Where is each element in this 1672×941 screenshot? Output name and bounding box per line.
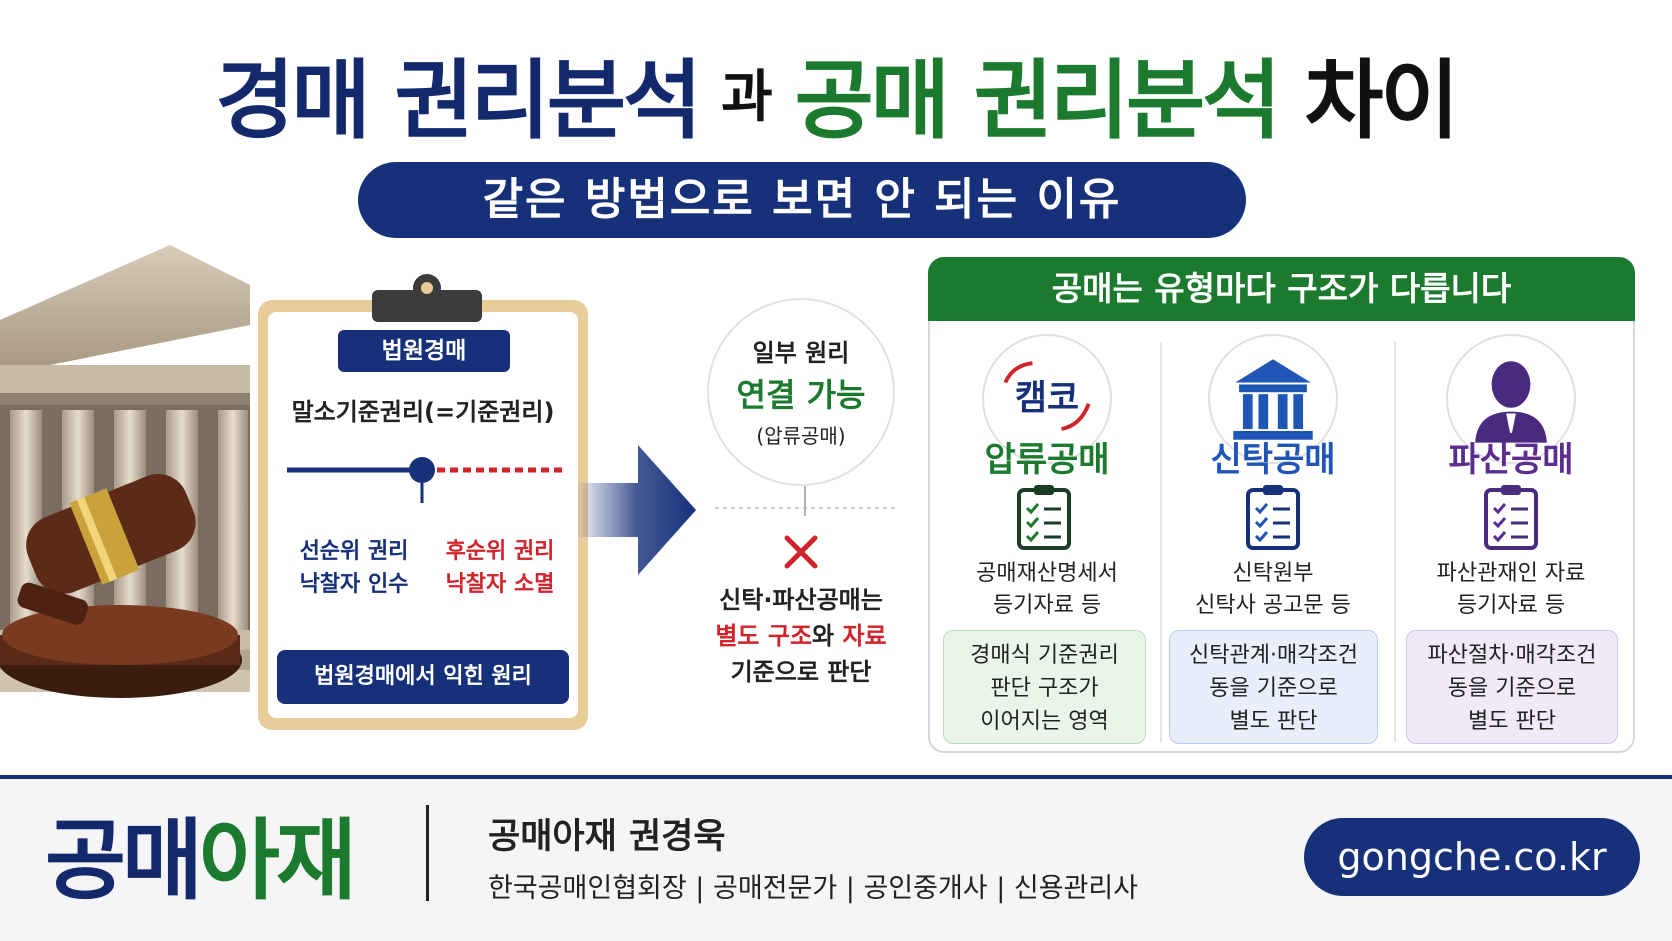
- brand-part1: 공매: [45, 809, 203, 912]
- trust-doc-2: 신탁사 공고문 등: [1195, 593, 1351, 618]
- footer-divider-line: [0, 775, 1672, 779]
- seizure-summary-3: 이어지는 영역: [980, 709, 1109, 734]
- partial-link-circle: [707, 298, 895, 486]
- junior-rights: 후순위 권리 낙찰자 소멸: [430, 535, 570, 601]
- trust-sale-summary: 신탁관계·매각조건 동을 기준으로 별도 판단: [1169, 630, 1378, 744]
- checklist-icon: [1017, 485, 1071, 550]
- trust-sale-docs: 신탁원부 신탁사 공고문 등: [1158, 558, 1388, 622]
- seizure-sale-docs: 공매재산명세서 등기자료 등: [932, 558, 1162, 622]
- panel-header: 공매는 유형마다 구조가 다릅니다: [928, 257, 1635, 321]
- separate-structure: 별도 구조: [715, 622, 813, 650]
- trust-summary-1: 신탁관계·매각조건: [1189, 643, 1358, 668]
- arrow-right-icon: [578, 445, 696, 575]
- brand-part2: 아재: [198, 809, 357, 912]
- building-icon: [1208, 334, 1338, 464]
- junior-rights-label: 후순위 권리: [445, 539, 555, 564]
- divider-lines: [715, 486, 895, 516]
- trust-sale-title: 신탁공매: [1210, 440, 1336, 480]
- standard-right-label: 말소기준권리(=기준권리): [291, 398, 555, 426]
- bankruptcy-summary-2: 동을 기준으로: [1447, 676, 1577, 701]
- seizure-doc-2: 등기자료 등: [992, 593, 1102, 618]
- kamco-logo-icon: 캠코: [982, 334, 1112, 464]
- seizure-summary-2: 판단 구조가: [990, 676, 1099, 701]
- seizure-sale-note: (압류공매): [756, 424, 846, 448]
- column-divider: [1394, 342, 1396, 742]
- senior-rights-effect: 낙찰자 인수: [299, 572, 409, 597]
- x-mark-icon: [784, 535, 818, 569]
- clipboard-icon: [372, 274, 482, 322]
- bankruptcy-doc-1: 파산관재인 자료: [1436, 561, 1586, 586]
- checklist-icon: [1246, 485, 1300, 550]
- author-name: 공매아재 권경욱: [488, 817, 726, 857]
- senior-rights: 선순위 권리 낙찰자 인수: [284, 535, 424, 601]
- kamco-logo-text: 캠코: [1015, 379, 1079, 419]
- trust-doc-1: 신탁원부: [1232, 561, 1314, 586]
- court-principle-banner: 법원경매에서 익힌 원리: [277, 650, 569, 704]
- gavel-icon: [0, 473, 242, 698]
- column-divider: [1160, 342, 1162, 742]
- bankruptcy-summary-3: 별도 판단: [1468, 709, 1556, 734]
- seizure-doc-1: 공매재산명세서: [976, 561, 1118, 586]
- data-word: 자료: [842, 622, 887, 650]
- footer-separator: [426, 805, 429, 901]
- and-connector: 와: [812, 622, 843, 650]
- person-icon: [1446, 334, 1576, 464]
- rights-timeline: [287, 457, 567, 503]
- seizure-summary-1: 경매식 기준권리: [970, 643, 1119, 668]
- checklist-icon: [1484, 485, 1538, 550]
- bankruptcy-summary-1: 파산절차·매각조건: [1427, 643, 1597, 668]
- title-connector: 과: [721, 65, 773, 130]
- brand-logo: 공매아재: [45, 790, 357, 912]
- seizure-sale-title: 압류공매: [984, 440, 1110, 480]
- website-link[interactable]: gongche.co.kr: [1304, 818, 1640, 896]
- partial-principle-label: 일부 원리: [752, 339, 850, 367]
- senior-rights-label: 선순위 권리: [299, 539, 409, 564]
- trust-summary-3: 별도 판단: [1229, 709, 1318, 734]
- judgment-basis-text: 기준으로 판단: [730, 658, 872, 686]
- linkable-label: 연결 가능: [736, 376, 866, 414]
- title-public-sale: 공매 권리분석: [794, 51, 1282, 151]
- seizure-sale-summary: 경매식 기준권리 판단 구조가 이어지는 영역: [943, 630, 1146, 744]
- trust-bankruptcy-text: 신탁·파산공매는: [719, 586, 883, 614]
- bankruptcy-doc-2: 등기자료 등: [1456, 593, 1566, 618]
- bankruptcy-sale-title: 파산공매: [1448, 440, 1574, 480]
- junior-rights-effect: 낙찰자 소멸: [445, 572, 555, 597]
- title-difference: 차이: [1304, 51, 1459, 151]
- subtitle-banner: 같은 방법으로 보면 안 되는 이유: [358, 162, 1246, 238]
- author-titles: 한국공매인협회장 | 공매전문가 | 공인중개사 | 신용관리사: [488, 873, 1139, 904]
- bankruptcy-sale-summary: 파산절차·매각조건 동을 기준으로 별도 판단: [1406, 630, 1618, 744]
- trust-summary-2: 동을 기준으로: [1209, 676, 1338, 701]
- court-auction-badge: 법원경매: [338, 330, 510, 372]
- title-auction: 경매 권리분석: [215, 51, 702, 151]
- separate-structure-text: 별도 구조와 자료: [690, 616, 912, 651]
- bankruptcy-sale-docs: 파산관재인 자료 등기자료 등: [1396, 558, 1626, 622]
